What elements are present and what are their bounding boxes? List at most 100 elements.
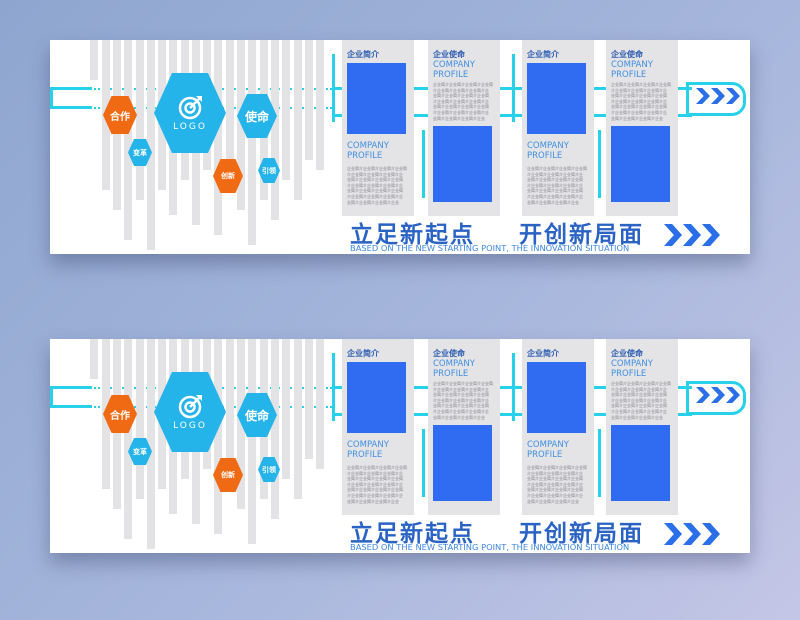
panel-profile-1: 企业简介 COMPANY PROFILE 企业简介企业简介企业简介企业简 介企业… — [342, 40, 414, 216]
gray-bar — [294, 40, 302, 200]
arrow-frame — [686, 82, 746, 116]
panel-english-title: COMPANY PROFILE — [433, 359, 475, 379]
panel-photo — [611, 126, 670, 202]
panel-body-text: 企业简介企业简介企业简介企业简 介企业简介企业简介企业简介企 业简介企业简介企业… — [433, 82, 493, 121]
display-board-bottom: LOGO 合作 变革 使命 创新 引领 企业简介 COMPANY PROFILE… — [50, 339, 750, 553]
panel-profile-2: 企业简介 COMPANY PROFILE 企业简介企业简介企业简介企业简 介企业… — [522, 40, 594, 216]
gray-bar — [282, 40, 290, 180]
slogan-left: 立足新起点 — [350, 521, 475, 547]
hexagon-reform: 变革 — [128, 139, 152, 166]
panel-english-title: COMPANY PROFILE — [433, 60, 475, 80]
panel-title: 企业使命 — [611, 349, 643, 358]
gray-bar — [214, 339, 222, 534]
slogan-subtitle: BASED ON THE NEW STARTING POINT, THE INN… — [350, 243, 630, 253]
gray-bar — [305, 40, 313, 160]
cyan-divider-3 — [512, 353, 515, 421]
target-icon — [178, 394, 202, 418]
gray-bar — [147, 40, 155, 250]
panel-photo — [347, 362, 406, 433]
hexagon-lead: 引领 — [258, 457, 280, 482]
gray-bar — [214, 40, 222, 235]
chevron-right-icon — [696, 88, 740, 104]
gray-bar — [136, 40, 144, 200]
panel-body-text: 企业简介企业简介企业简介企业简 介企业简介企业简介企业简介企 业简介企业简介企业… — [347, 166, 407, 205]
slogan-right: 开创新局面 — [519, 521, 644, 547]
hexagon-cooperation: 合作 — [103, 395, 137, 433]
panel-mission-2: 企业使命 COMPANY PROFILE 企业简介企业简介企业简介企业简 介企业… — [606, 40, 678, 216]
cyan-line-left-bottom — [50, 106, 92, 109]
panel-english-title: COMPANY PROFILE — [347, 141, 389, 161]
gray-bar — [248, 40, 256, 245]
panel-photo — [611, 425, 670, 501]
gray-bar — [305, 339, 313, 459]
slogan-right: 开创新局面 — [519, 222, 644, 248]
chevron-right-icon — [696, 387, 740, 403]
gray-bar — [294, 339, 302, 499]
cyan-divider-4 — [598, 130, 601, 198]
panel-title: 企业简介 — [527, 50, 559, 59]
hexagon-innovation: 创新 — [213, 159, 243, 193]
logo-text: LOGO — [173, 420, 207, 431]
cyan-line-left-bottom — [50, 405, 92, 408]
gray-bar — [316, 339, 324, 469]
gray-bar — [316, 40, 324, 170]
gray-bar — [147, 339, 155, 549]
panel-mission-2: 企业使命 COMPANY PROFILE 企业简介企业简介企业简介企业简 介企业… — [606, 339, 678, 515]
arrow-frame — [686, 381, 746, 415]
panel-english-title: COMPANY PROFILE — [347, 440, 389, 460]
logo-hexagon: LOGO — [154, 372, 226, 452]
cyan-divider-2 — [422, 130, 425, 198]
panel-mission-1: 企业使命 COMPANY PROFILE 企业简介企业简介企业简介企业简 介企业… — [428, 40, 500, 216]
gray-bar — [237, 40, 245, 210]
cyan-divider-3 — [512, 54, 515, 122]
cyan-divider-2 — [422, 429, 425, 497]
panel-english-title: COMPANY PROFILE — [611, 359, 653, 379]
target-icon — [178, 95, 202, 119]
panel-english-title: COMPANY PROFILE — [527, 440, 569, 460]
panel-photo — [527, 362, 586, 433]
panel-title: 企业简介 — [347, 50, 379, 59]
cyan-line-left — [50, 386, 92, 389]
panel-title: 企业使命 — [433, 349, 465, 358]
panel-english-title: COMPANY PROFILE — [527, 141, 569, 161]
gray-bar — [271, 40, 279, 220]
panel-body-text: 企业简介企业简介企业简介企业简 介企业简介企业简介企业简介企 业简介企业简介企业… — [611, 82, 671, 121]
panel-profile-2: 企业简介 COMPANY PROFILE 企业简介企业简介企业简介企业简 介企业… — [522, 339, 594, 515]
gray-bar — [90, 339, 98, 379]
panel-body-text: 企业简介企业简介企业简介企业简 介企业简介企业简介企业简介企 业简介企业简介企业… — [527, 166, 587, 205]
panel-english-title: COMPANY PROFILE — [611, 60, 653, 80]
gray-bar — [226, 339, 234, 489]
cyan-line-left — [50, 87, 92, 90]
panel-body-text: 企业简介企业简介企业简介企业简 介企业简介企业简介企业简介企 业简介企业简介企业… — [611, 381, 671, 420]
gray-bar — [248, 339, 256, 544]
gray-bar — [237, 339, 245, 509]
gray-bar — [271, 339, 279, 519]
chevron-right-icon — [664, 224, 720, 246]
panel-photo — [347, 63, 406, 134]
gray-bar — [136, 339, 144, 499]
panel-photo — [433, 126, 492, 202]
cyan-line-left-end — [50, 386, 53, 408]
chevron-right-icon — [664, 523, 720, 545]
panel-title: 企业使命 — [433, 50, 465, 59]
slogan-left: 立足新起点 — [350, 222, 475, 248]
cyan-line-left-end — [50, 87, 53, 109]
hexagon-lead: 引领 — [258, 158, 280, 183]
hexagon-reform: 变革 — [128, 438, 152, 465]
panel-body-text: 企业简介企业简介企业简介企业简 介企业简介企业简介企业简介企 业简介企业简介企业… — [527, 465, 587, 504]
panel-title: 企业使命 — [611, 50, 643, 59]
panel-title: 企业简介 — [527, 349, 559, 358]
display-board-top: LOGO 合作 变革 使命 创新 引领 企业简介 COMPANY PROFILE… — [50, 40, 750, 254]
cyan-divider-4 — [598, 429, 601, 497]
gray-bar — [124, 339, 132, 539]
gray-bar — [90, 40, 98, 80]
panel-title: 企业简介 — [347, 349, 379, 358]
panel-profile-1: 企业简介 COMPANY PROFILE 企业简介企业简介企业简介企业简 介企业… — [342, 339, 414, 515]
gray-bar — [282, 339, 290, 479]
gray-bar — [124, 40, 132, 240]
panel-photo — [433, 425, 492, 501]
logo-text: LOGO — [173, 121, 207, 132]
panel-body-text: 企业简介企业简介企业简介企业简 介企业简介企业简介企业简介企 业简介企业简介企业… — [347, 465, 407, 504]
panel-photo — [527, 63, 586, 134]
gray-bar — [226, 40, 234, 190]
